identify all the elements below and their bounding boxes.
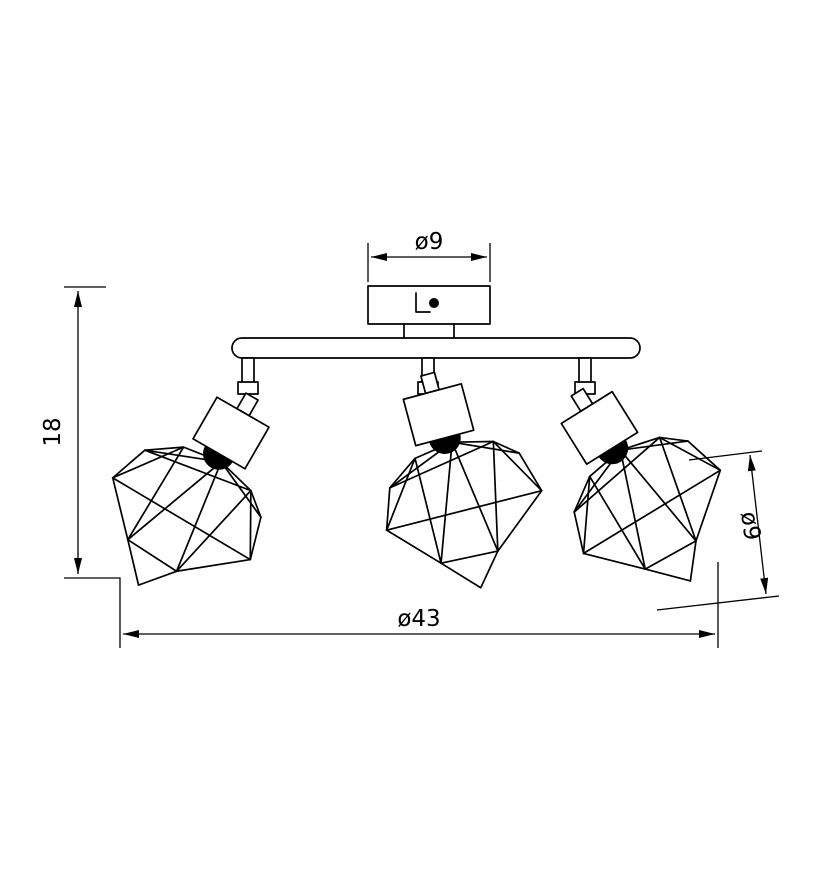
ceiling-canopy xyxy=(367,285,491,339)
dimension-shade-diameter: ø9 xyxy=(656,450,780,611)
canopy-cable-dot xyxy=(429,298,439,308)
dimension-label-canopy-width: ø9 xyxy=(415,229,444,255)
dimension-total-width: ø43 xyxy=(123,562,719,648)
dimension-label-height: 18 xyxy=(40,417,66,446)
lamp-left xyxy=(71,355,323,628)
extension-line xyxy=(688,450,763,461)
dimension-label-total-width: ø43 xyxy=(397,606,440,632)
dimension-canopy-width: ø9 xyxy=(367,229,491,282)
lamp-right xyxy=(508,349,763,623)
lamp-stems xyxy=(237,357,596,395)
stem-right xyxy=(574,357,596,395)
dimension-label-shade-diameter: ø9 xyxy=(735,510,765,542)
extension-line xyxy=(656,595,780,611)
mounting-bar xyxy=(231,337,641,359)
dimension-height: 18 xyxy=(40,286,121,648)
canopy-box xyxy=(367,285,491,325)
dimension-line xyxy=(747,454,769,595)
stem-left xyxy=(237,357,259,395)
extension-line xyxy=(64,577,121,648)
lamp-center xyxy=(349,352,563,609)
canopy-bracket xyxy=(415,292,431,313)
